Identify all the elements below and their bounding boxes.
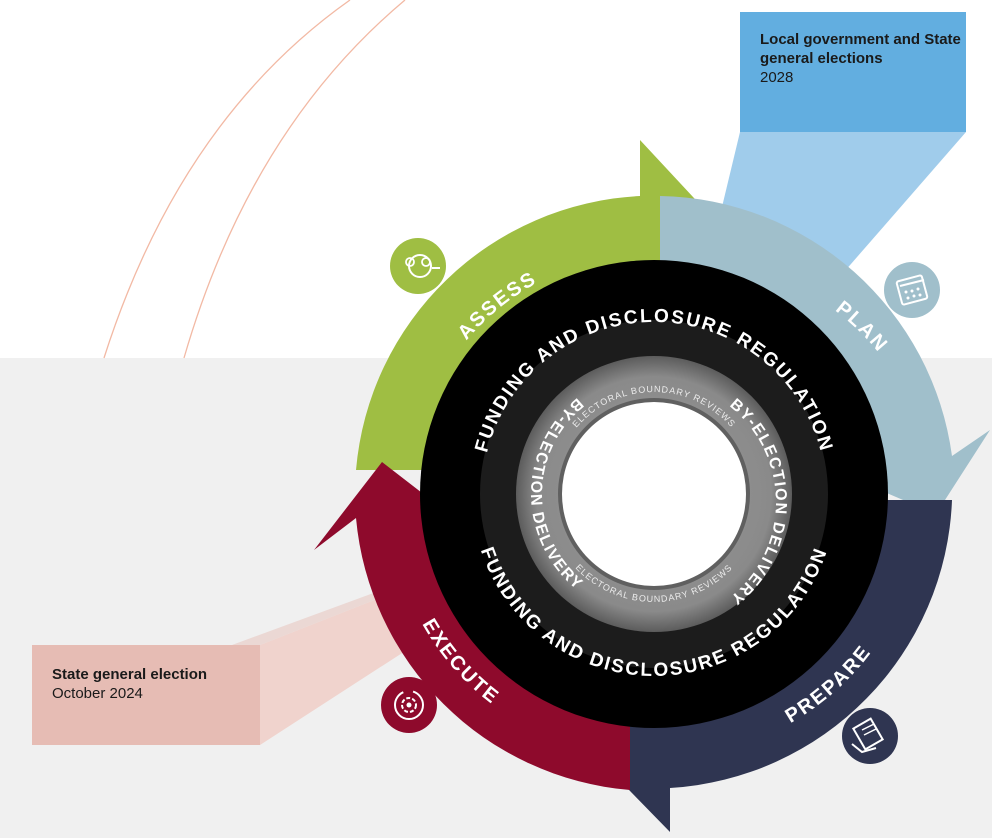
callout-2024-date: October 2024 bbox=[52, 685, 143, 702]
callout-2024: State general election October 2024 bbox=[32, 645, 260, 745]
document-hand-icon bbox=[842, 708, 898, 764]
callout-2028-date: 2028 bbox=[760, 69, 794, 86]
calendar-icon bbox=[884, 262, 940, 318]
gear-cycle-icon bbox=[381, 677, 437, 733]
arrow-plan bbox=[660, 196, 990, 514]
people-search-icon bbox=[390, 238, 446, 294]
callout-2028-title: Local government and State general elect… bbox=[760, 31, 961, 67]
decorative-arc-2 bbox=[183, 0, 406, 359]
decorative-arc-1 bbox=[103, 0, 351, 359]
callout-2028: Local government and State general elect… bbox=[740, 12, 966, 132]
arrow-execute bbox=[314, 462, 630, 790]
center-disc bbox=[562, 402, 746, 586]
arrow-assess bbox=[356, 140, 720, 470]
callout-2024-title: State general election bbox=[52, 666, 208, 683]
arrow-prepare bbox=[590, 500, 952, 832]
phase-arrows bbox=[314, 140, 990, 832]
